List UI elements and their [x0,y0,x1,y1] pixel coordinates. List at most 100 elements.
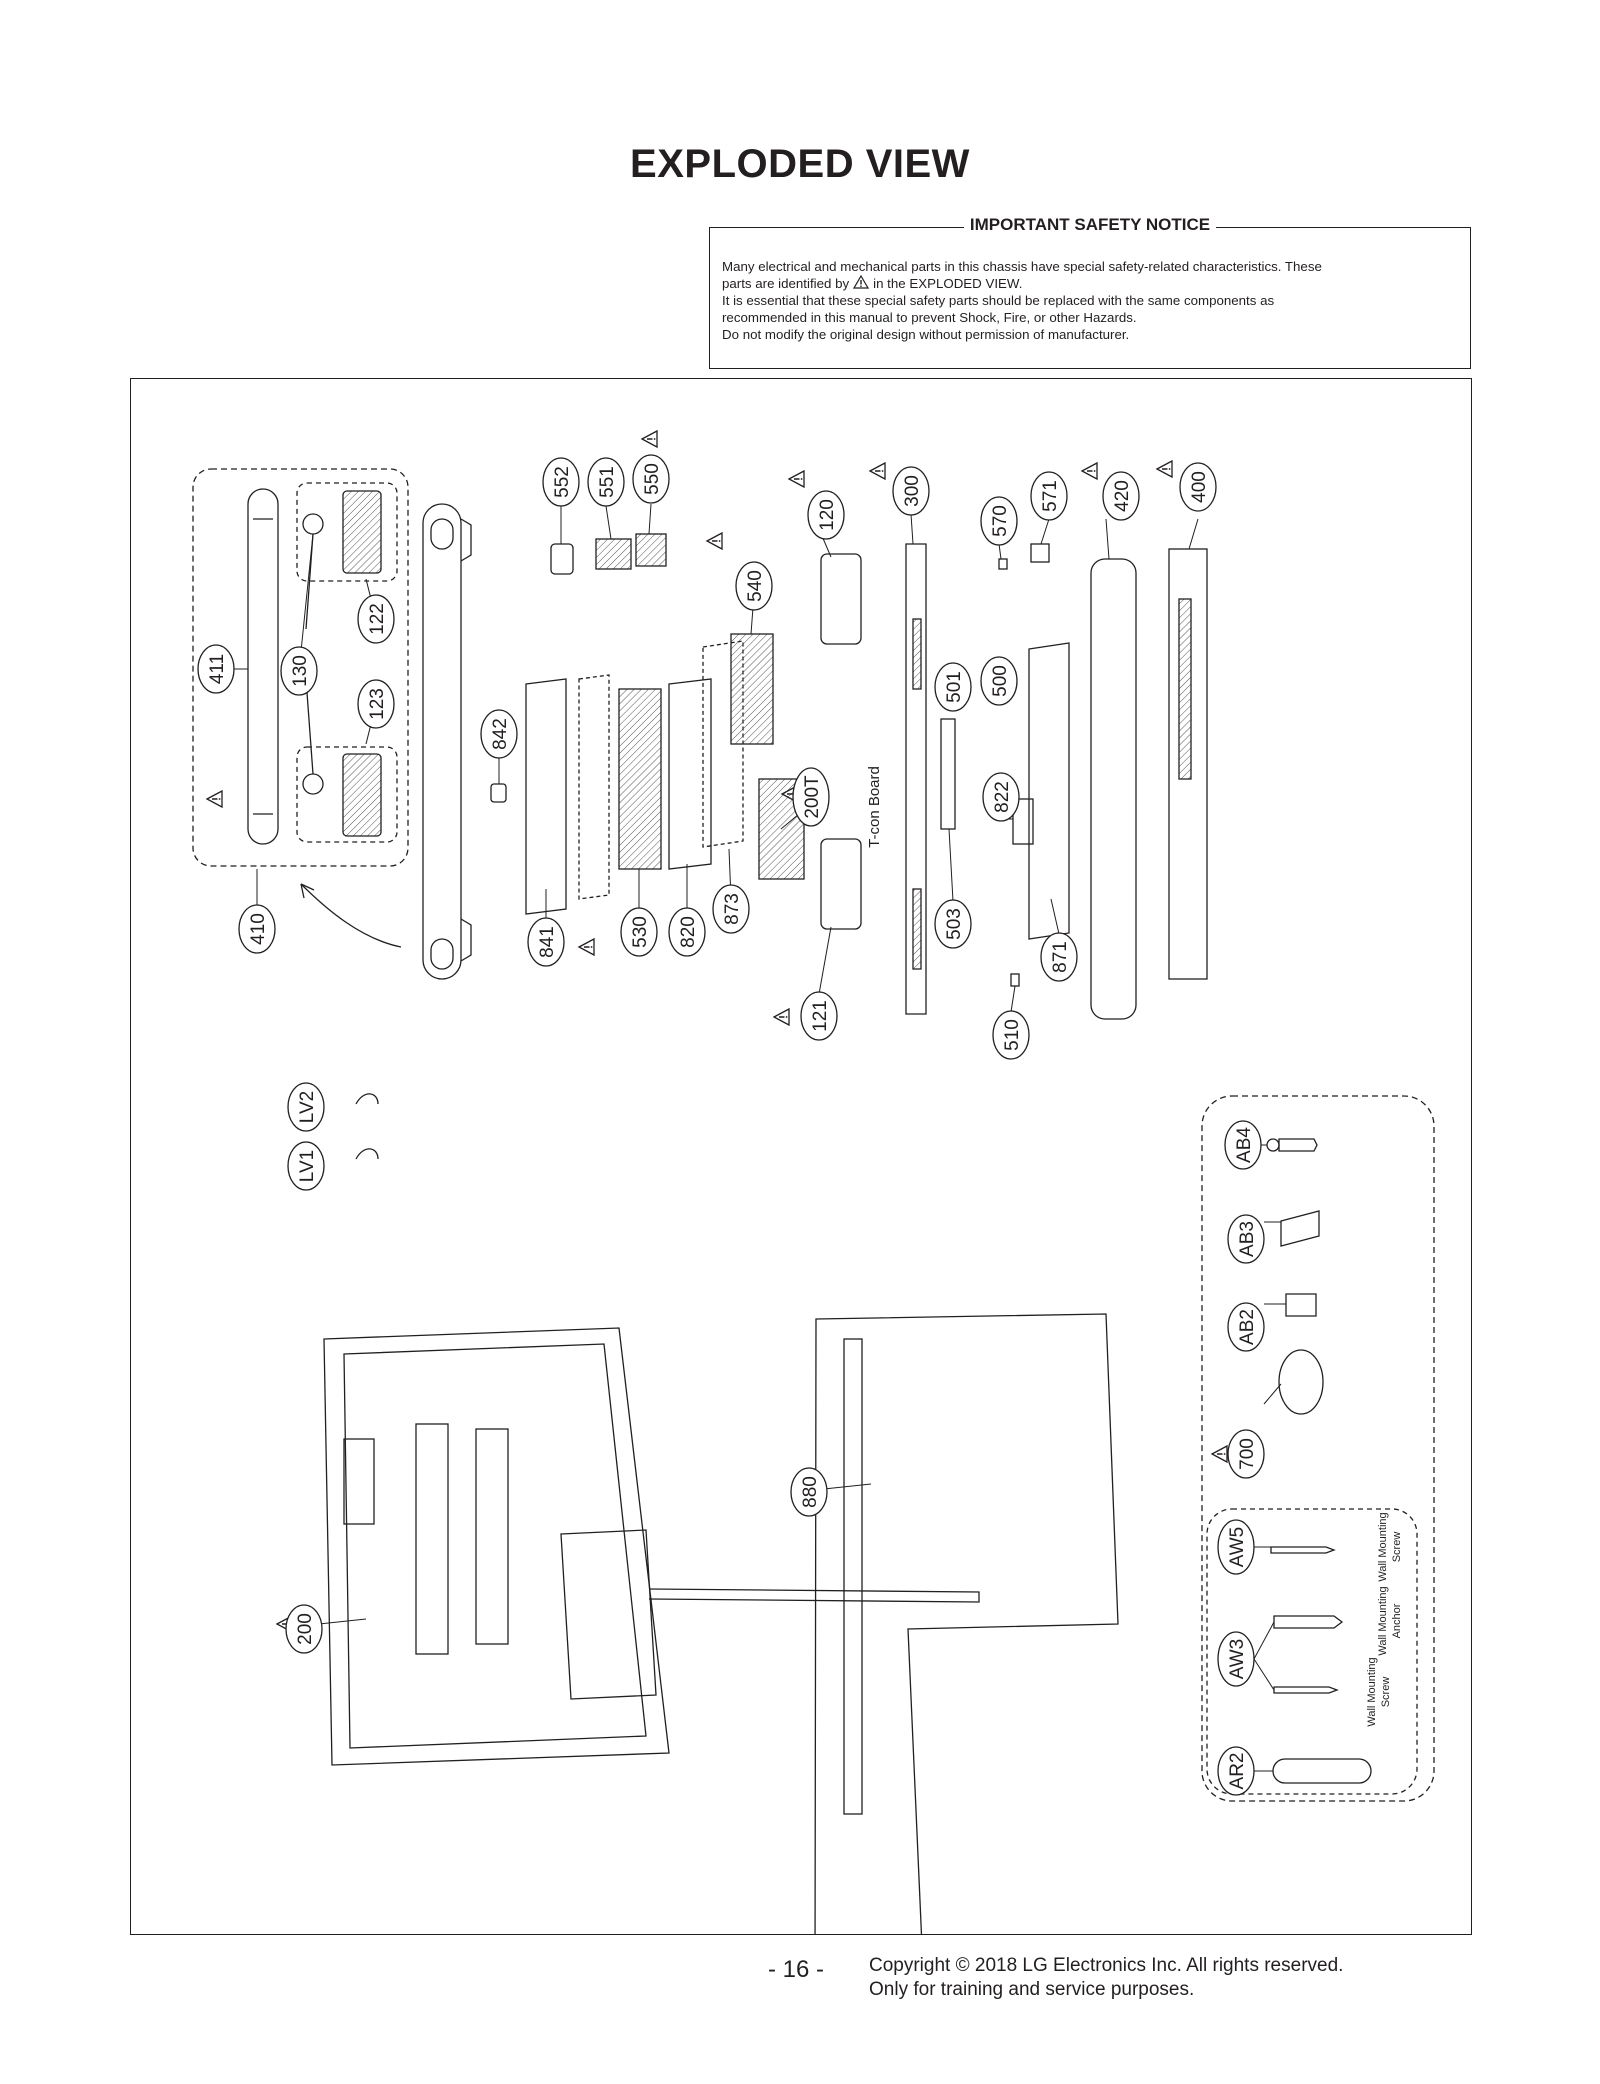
callout-AW5: AW5 [1217,1519,1255,1575]
svg-text:822: 822 [992,781,1013,813]
tcon-board-label: T-con Board [866,766,883,848]
anchor-AW3 [1273,1615,1344,1629]
warning-121-icon [773,1008,790,1026]
panel-200-back [323,1327,670,1766]
svg-text:AR2: AR2 [1227,1753,1248,1790]
safety-notice-heading: IMPORTANT SAFETY NOTICE [963,215,1217,234]
svg-text:530: 530 [630,916,651,948]
callout-551: 551 [587,457,625,507]
part-420-middle-cabinet [1090,558,1137,1020]
wall-mounting-anchor-label-b: Anchor [1391,1603,1403,1638]
part-820-shield [668,678,712,870]
part-530-main-board [618,688,662,870]
screw-AW3 [1273,1686,1339,1694]
page-title: EXPLODED VIEW [630,142,970,186]
callout-700: 700 [1227,1429,1265,1479]
svg-text:570: 570 [990,505,1011,537]
copyright-notice: Copyright © 2018 LG Electronics Inc. All… [869,1954,1343,2002]
callout-AR2: AR2 [1217,1746,1255,1796]
svg-text:871: 871 [1050,941,1071,973]
svg-text:200T: 200T [802,775,823,819]
warning-120-icon [788,470,805,488]
callout-552: 552 [542,457,580,507]
wall-mounting-screw-label-1b: Screw [1391,1532,1403,1563]
svg-text:503: 503 [944,908,965,940]
warning-540-icon [706,532,723,550]
speaker-unit-122 [342,490,382,574]
notice-line-4: recommended in this manual to prevent Sh… [722,310,1137,325]
part-400-front-cabinet [1168,548,1208,980]
callout-501: 501 [934,662,972,712]
panel-200-board-area [560,1529,657,1700]
callout-500: 500 [980,656,1018,706]
callout-820: 820 [668,907,706,957]
svg-text:841: 841 [537,926,558,958]
svg-text:200: 200 [295,1613,316,1645]
speaker-unit-123 [342,753,382,837]
warning-410-icon [206,790,223,808]
part-551-board [595,538,632,570]
page-number: - 16 - [768,1956,825,1983]
svg-text:873: 873 [722,893,743,925]
remote-AR2 [1272,1758,1372,1784]
svg-text:AB2: AB2 [1237,1309,1258,1345]
callout-130: 130 [280,646,318,696]
wall-mounting-screw-label-2a: Wall Mounting [1366,1657,1378,1726]
callout-400: 400 [1179,462,1217,512]
svg-text:AW3: AW3 [1227,1639,1248,1679]
notice-line-3: It is essential that these special safet… [722,293,1275,308]
accessories-group-outline [1201,1095,1435,1802]
callout-550: 550 [632,454,670,504]
speaker-bar-411 [247,488,279,845]
copyright-line-1: Copyright © 2018 LG Electronics Inc. All… [869,1955,1344,1976]
callout-122: 122 [357,594,395,644]
callout-AB4: AB4 [1224,1120,1262,1170]
callout-570: 570 [980,496,1018,546]
svg-text:AB4: AB4 [1234,1127,1255,1163]
svg-text:120: 120 [817,499,838,531]
svg-text:700: 700 [1237,1438,1258,1470]
svg-text:510: 510 [1002,1019,1023,1051]
warning-550-icon [641,430,658,448]
part-121-speaker [820,838,862,930]
callout-822: 822 [982,772,1020,822]
callout-880: 880 [790,1467,828,1517]
part-540-power-board [730,633,774,745]
callout-200T: 200T [792,767,830,827]
callout-AB2: AB2 [1227,1302,1265,1352]
part-873-frame [702,640,744,848]
part-552-bracket [550,543,574,575]
notice-line-5: Do not modify the original design withou… [722,327,1130,342]
warning-700-icon [1211,1445,1228,1463]
cable-LV1 [355,1148,379,1160]
wall-mounting-screw-label-1a: Wall Mounting [1377,1512,1389,1581]
svg-text:AB3: AB3 [1237,1221,1258,1257]
exploded-view-diagram: 411 130 122 123 410 552 551 550 842 841 … [130,378,1472,1935]
safety-notice-text: Many electrical and mechanical parts in … [722,258,1458,343]
svg-text:500: 500 [990,665,1011,697]
callout-LV1: LV1 [287,1141,325,1191]
screw-AW5 [1270,1546,1336,1554]
svg-text:550: 550 [642,463,663,495]
svg-text:820: 820 [678,916,699,948]
callout-420: 420 [1102,471,1140,521]
svg-text:552: 552 [552,466,573,498]
callout-AW3: AW3 [1217,1631,1255,1687]
callout-121: 121 [800,991,838,1041]
callout-571: 571 [1030,471,1068,521]
warning-420-icon [1081,462,1098,480]
callout-510: 510 [992,1010,1030,1060]
callout-503: 503 [934,899,972,949]
svg-text:400: 400 [1189,471,1210,503]
warning-300-icon [869,462,886,480]
svg-text:410: 410 [248,913,269,945]
part-120-speaker [820,553,862,645]
svg-text:420: 420 [1112,480,1133,512]
part-880-back-panel [814,1313,1119,1934]
svg-text:880: 880 [800,1476,821,1508]
part-550-board [635,533,667,567]
callout-AB3: AB3 [1227,1214,1265,1264]
part-871-backplate [1028,642,1070,940]
callout-120: 120 [807,490,845,540]
